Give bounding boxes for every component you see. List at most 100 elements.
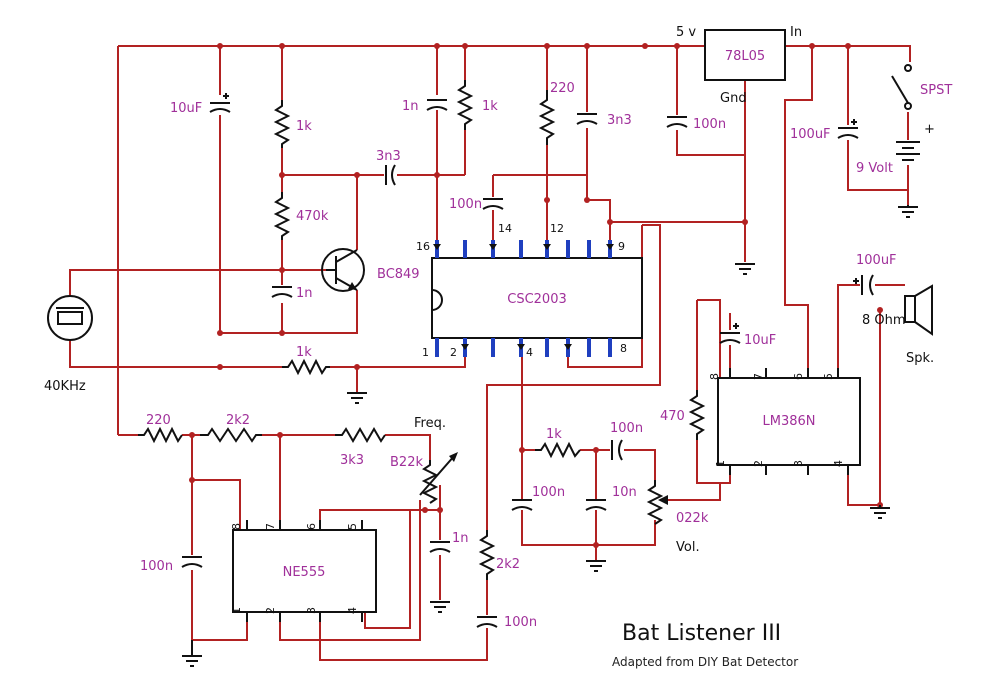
label-c-100n-reg: 100n bbox=[693, 117, 726, 132]
resistor-1k-a bbox=[273, 100, 291, 148]
label-r-2k2-a: 2k2 bbox=[226, 413, 250, 428]
pin-label: 8 bbox=[620, 342, 627, 355]
pin-label: 4 bbox=[832, 460, 845, 467]
chip-lm386-label: LM386N bbox=[763, 414, 816, 429]
pot-freq bbox=[421, 460, 439, 504]
junction-dots bbox=[189, 43, 883, 548]
reg-out-label: 5 v bbox=[676, 25, 696, 40]
reg-in-label: In bbox=[790, 25, 802, 40]
label-pot-freq: B22k bbox=[390, 455, 423, 470]
pin-label: 12 bbox=[550, 222, 564, 235]
label-r-220-b: 220 bbox=[146, 413, 171, 428]
pin-label: 2 bbox=[264, 607, 277, 614]
regulator-78l05 bbox=[704, 29, 786, 81]
label-c-3n3-a: 3n3 bbox=[376, 149, 401, 164]
pin-label: 5 bbox=[346, 523, 359, 530]
label-plus: + bbox=[924, 122, 935, 137]
reg-gnd-label: Gnd bbox=[720, 91, 747, 106]
cap-10uF-b bbox=[719, 323, 741, 344]
label-c-10uF-b: 10uF bbox=[744, 333, 776, 348]
pin-label: 6 bbox=[792, 373, 805, 380]
label-speaker: 8 Ohm bbox=[862, 313, 906, 328]
label-freq: Freq. bbox=[414, 416, 446, 431]
pin-label: 1 bbox=[230, 607, 243, 614]
label-c-10uF-a: 10uF bbox=[170, 101, 202, 116]
chip-csc-label: CSC2003 bbox=[507, 292, 567, 307]
label-r-1k-b: 1k bbox=[482, 99, 498, 114]
label-c-100uF-a: 100uF bbox=[790, 127, 831, 142]
resistor-1k-b bbox=[456, 80, 474, 130]
cap-100uF-a bbox=[837, 119, 859, 139]
label-r-470k: 470k bbox=[296, 209, 329, 224]
pin-label: 4 bbox=[526, 346, 533, 359]
ground-symbol bbox=[898, 205, 918, 218]
label-battery: 9 Volt bbox=[856, 161, 893, 176]
speaker bbox=[904, 284, 933, 336]
pot-vol bbox=[646, 480, 664, 525]
pin-label: 6 bbox=[305, 523, 318, 530]
pin-label: 16 bbox=[416, 240, 430, 253]
label-spst: SPST bbox=[920, 83, 952, 98]
label-pot-vol: 022k bbox=[676, 511, 709, 526]
resistor-3k3 bbox=[335, 427, 386, 443]
resistor-220-b bbox=[138, 426, 183, 444]
pin-label: 1 bbox=[422, 346, 429, 359]
chip-ne555-label: NE555 bbox=[283, 565, 326, 580]
label-c-100n-pin4: 100n bbox=[532, 485, 565, 500]
ground-symbol bbox=[182, 640, 202, 667]
resistor-470k bbox=[273, 192, 291, 240]
ground-symbol bbox=[870, 505, 890, 519]
labels: CSC2003 NE555 LM386N 78L05 5 v In Gnd 10… bbox=[44, 25, 952, 669]
cap-3n3-b bbox=[576, 113, 598, 125]
label-c-100n-pin14: 100n bbox=[449, 197, 482, 212]
label-r-220-a: 220 bbox=[550, 81, 575, 96]
ground-symbol bbox=[430, 601, 450, 613]
wires bbox=[69, 45, 911, 661]
label-c-1n-a: 1n bbox=[402, 99, 419, 114]
pin-label: 7 bbox=[264, 523, 277, 530]
cap-100n-pin14 bbox=[482, 198, 504, 210]
cap-100n-pin4 bbox=[511, 499, 533, 511]
pin-label: 9 bbox=[618, 240, 625, 253]
label-r-1k-a: 1k bbox=[296, 119, 312, 134]
chip-ne555 bbox=[232, 520, 377, 622]
pin-label: 3 bbox=[305, 607, 318, 614]
pin-label: 8 bbox=[230, 523, 243, 530]
cap-100n-bottom bbox=[476, 616, 498, 628]
grounds bbox=[182, 205, 918, 667]
cap-1n-b bbox=[271, 286, 293, 298]
cap-1n-a bbox=[426, 99, 448, 111]
cap-100n-ne-left bbox=[181, 556, 203, 568]
pin-label: 3 bbox=[792, 460, 805, 467]
chip-reg-label: 78L05 bbox=[725, 49, 765, 64]
label-r-1k-c: 1k bbox=[296, 345, 312, 360]
resistor-2k2-a bbox=[200, 427, 262, 443]
resistor-1k-d bbox=[535, 441, 581, 459]
cap-1n-c bbox=[429, 541, 451, 553]
pin-label: 7 bbox=[752, 373, 765, 380]
label-r-3k3: 3k3 bbox=[340, 453, 364, 468]
resistor-470 bbox=[688, 390, 706, 440]
label-c-100n-bottom: 100n bbox=[504, 615, 537, 630]
label-c-1n-c: 1n bbox=[452, 531, 469, 546]
cap-100uF-b bbox=[853, 274, 874, 296]
label-mic: 40KHz bbox=[44, 379, 86, 394]
label-transistor: BC849 bbox=[377, 267, 420, 282]
spst-switch bbox=[891, 64, 912, 110]
pin-label: 8 bbox=[708, 373, 721, 380]
chip-csc2003 bbox=[431, 240, 643, 357]
pin-label: 2 bbox=[752, 460, 765, 467]
resistor-1k-c bbox=[282, 358, 330, 376]
label-c-3n3-b: 3n3 bbox=[607, 113, 632, 128]
label-c-1n-b: 1n bbox=[296, 286, 313, 301]
mic-transducer bbox=[47, 295, 93, 341]
pin-label: 5 bbox=[822, 373, 835, 380]
resistor-2k2-b bbox=[478, 530, 496, 580]
diagram-title: Bat Listener III bbox=[622, 621, 781, 646]
cap-10n bbox=[585, 499, 607, 511]
battery bbox=[896, 141, 920, 161]
cap-10uF-a bbox=[209, 93, 231, 113]
transistor-bc849 bbox=[321, 248, 365, 292]
cap-100n-vol bbox=[611, 439, 623, 461]
